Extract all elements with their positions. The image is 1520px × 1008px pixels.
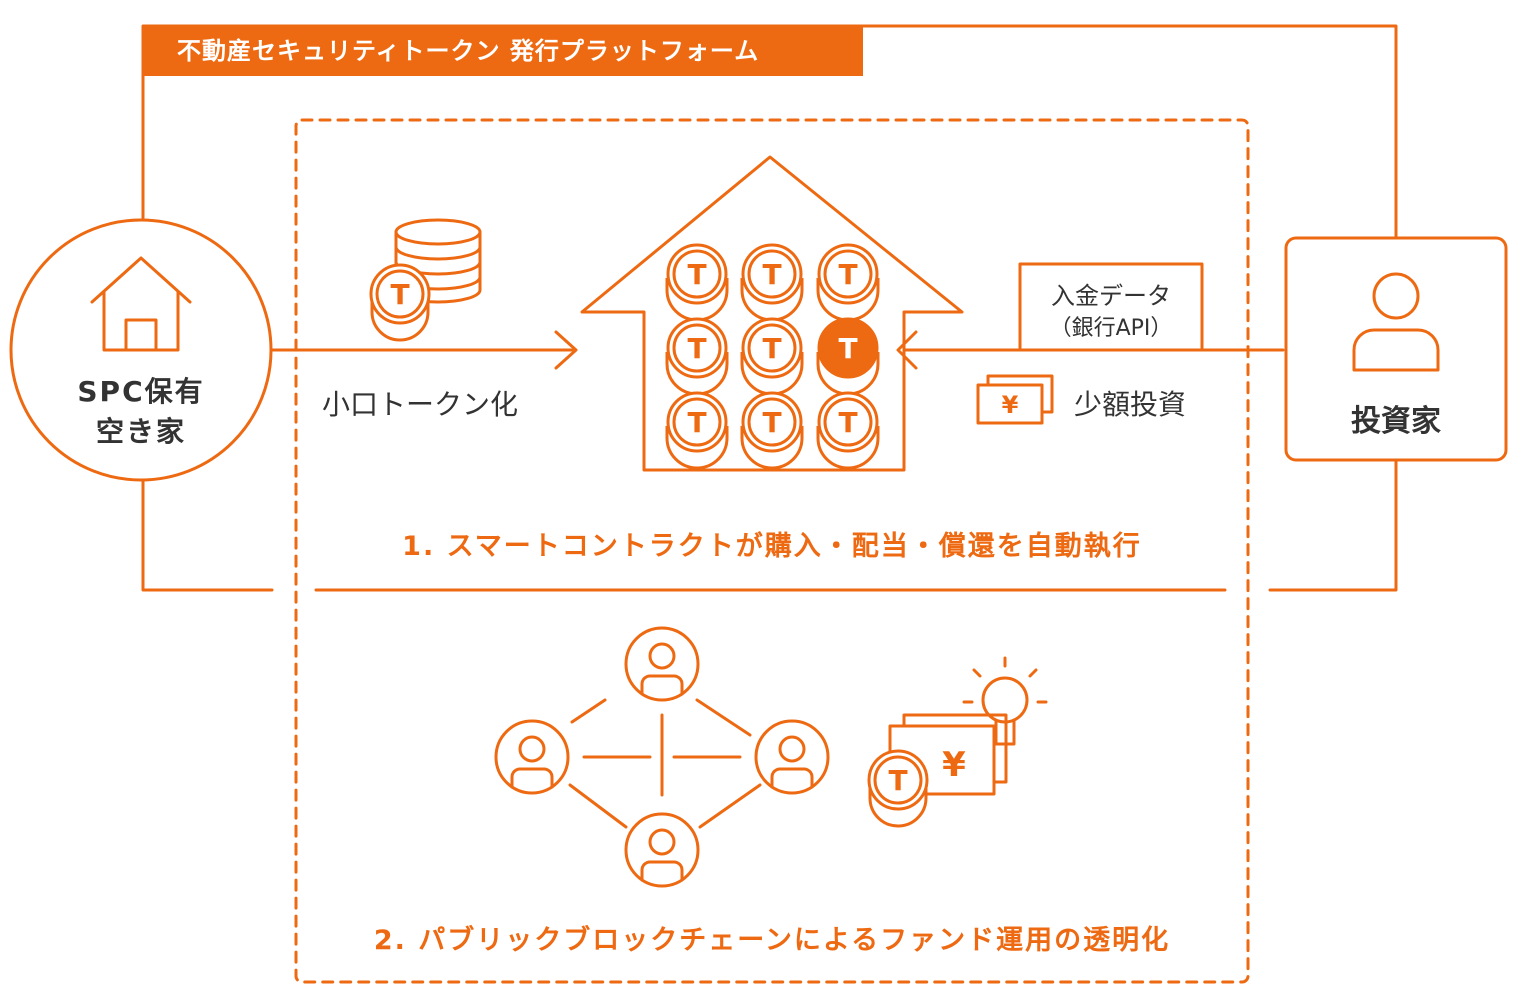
token-glyph: T (838, 258, 857, 291)
token-glyph: T (888, 764, 907, 797)
token-coin (665, 243, 729, 322)
token-coin (665, 391, 729, 470)
investor-box (1284, 236, 1508, 462)
investment-arrow-head (896, 330, 918, 370)
step1-label: 1. スマートコントラクトが購入・配当・償還を自動執行 (402, 531, 1142, 562)
step2-label: 2. パブリックブロックチェーンによるファンド運用の透明化 (373, 925, 1171, 956)
network-node-left (494, 719, 570, 795)
tokenize-label: 小口トークン化 (322, 388, 519, 421)
token-coin (816, 391, 880, 470)
fund-lightbulb-icon (867, 656, 1048, 828)
deposit-data-box (1018, 262, 1204, 350)
network-node-top (624, 626, 700, 702)
token-glyph: T (762, 406, 781, 439)
token-glyph: T (762, 332, 781, 365)
token-house-outline (580, 155, 964, 472)
token-glyph: T (390, 278, 409, 311)
token-coin (740, 317, 804, 396)
token-glyph: T (762, 258, 781, 291)
token-glyph: T (687, 406, 706, 439)
network-node-bottom (624, 812, 700, 888)
tokenize-arrow-head (554, 330, 578, 370)
network-links (568, 698, 762, 829)
token-coin (740, 391, 804, 470)
platform-frame-line-bottom (141, 478, 274, 592)
spc-label-line2: 空き家 (95, 415, 186, 448)
platform-frame-line-right (1268, 458, 1398, 592)
yen-bills-icon (976, 374, 1054, 425)
token-glyph-highlight: T (838, 332, 857, 365)
token-coin-grid (665, 243, 880, 470)
process-dashed-box (294, 118, 1250, 984)
token-glyph: T (838, 406, 857, 439)
platform-banner: 不動産セキュリティトークン 発行プラットフォーム (143, 26, 863, 76)
deposit-label-line2: （銀行API） (1049, 316, 1173, 341)
yen-glyph: ¥ (942, 745, 966, 785)
token-coin-highlight (816, 317, 880, 396)
token-glyph: T (687, 332, 706, 365)
spc-house-icon (90, 256, 192, 352)
network-node-right (754, 719, 830, 795)
investor-label: 投資家 (1351, 404, 1441, 439)
yen-glyph: ¥ (1002, 391, 1019, 419)
token-coin (816, 243, 880, 322)
token-glyph: T (687, 258, 706, 291)
deposit-label-line1: 入金データ (1051, 282, 1171, 310)
coin-stack-icon (369, 218, 482, 342)
small-investment-label: 少額投資 (1074, 388, 1187, 421)
spc-label-line1: SPC保有 (77, 375, 205, 408)
investor-person-icon (1352, 272, 1440, 372)
